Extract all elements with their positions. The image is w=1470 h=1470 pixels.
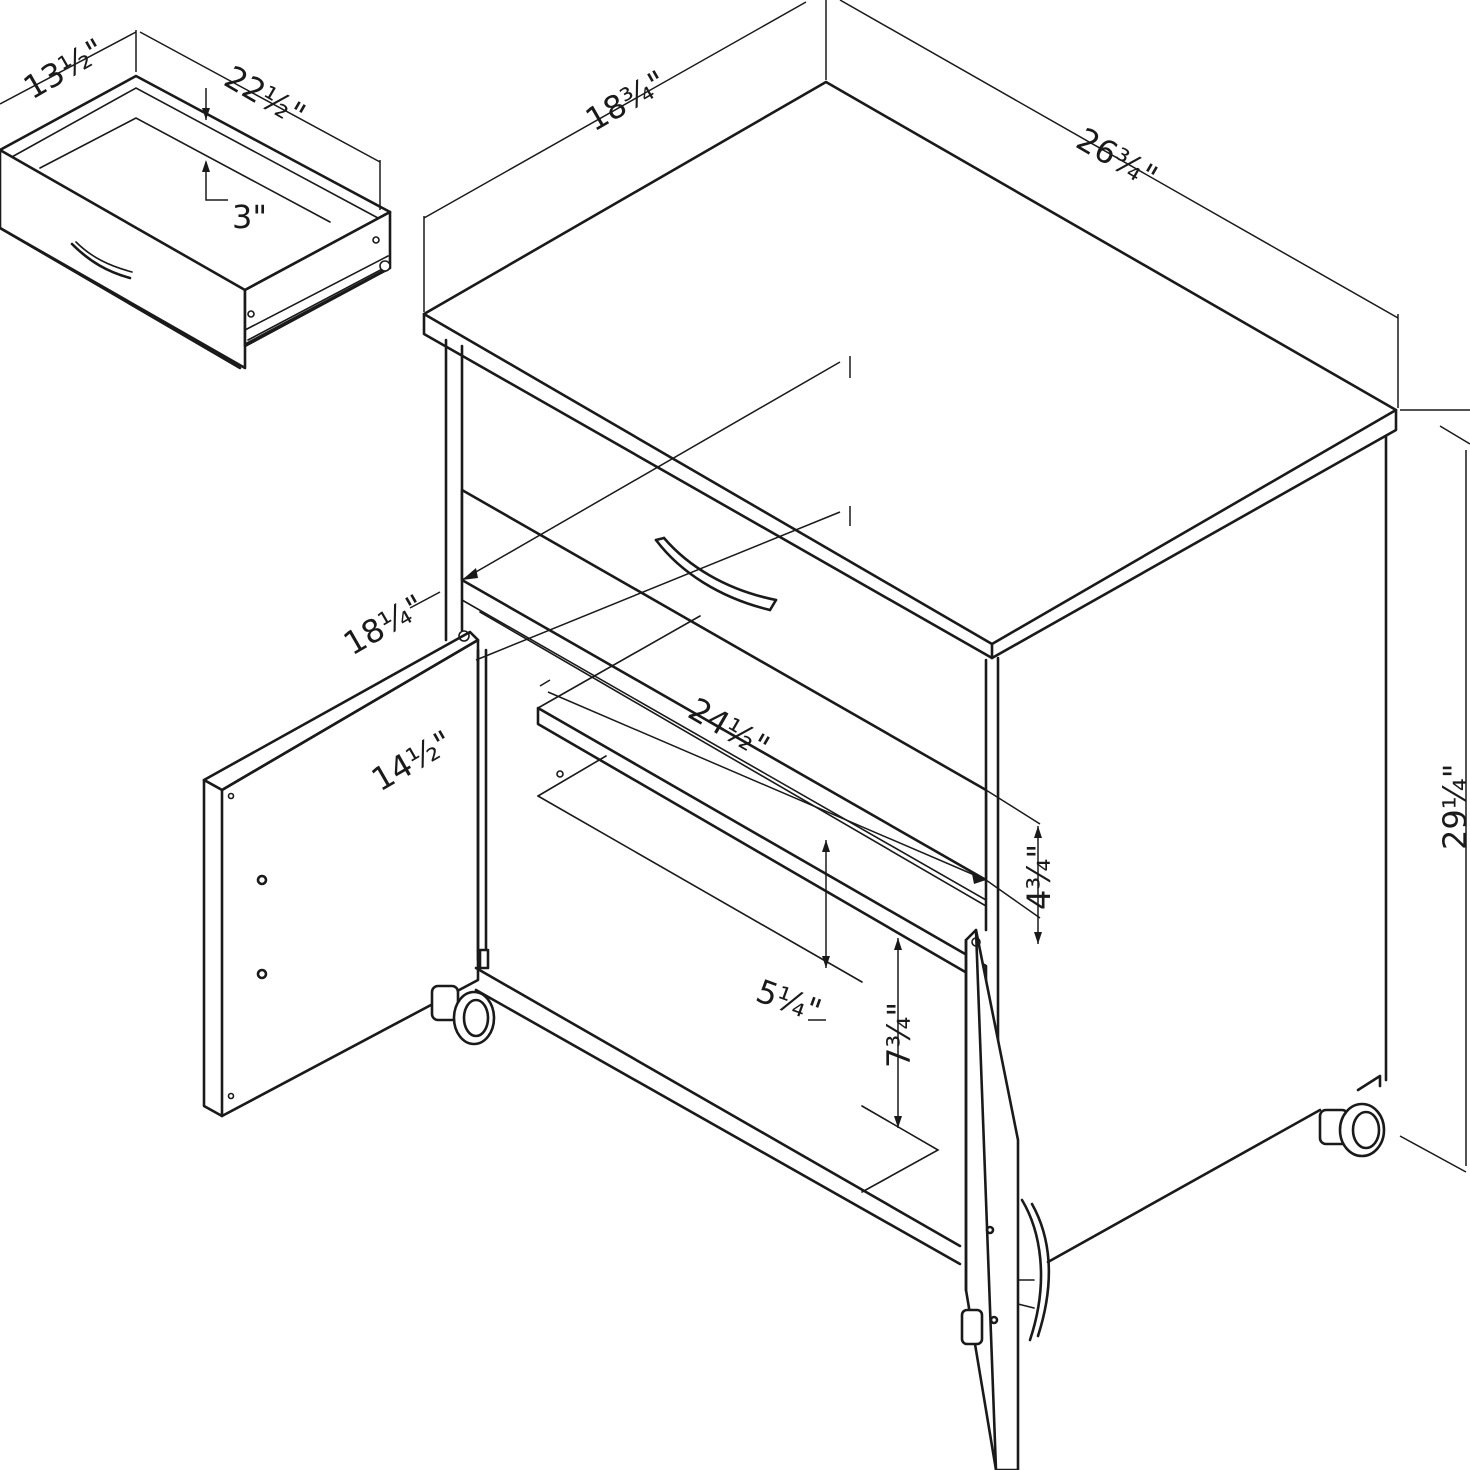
left-door xyxy=(202,630,480,1118)
dim-cabinet-depth: 14½" xyxy=(365,723,459,799)
drawer-detail xyxy=(0,30,392,370)
dim-top-width: 26¾" xyxy=(1070,120,1164,196)
cabinet-body xyxy=(444,338,1388,1266)
dim-drawer-depth: 13½" xyxy=(17,31,111,107)
dimension-lines xyxy=(409,0,1470,1173)
dim-inner-depth: 18¼" xyxy=(337,587,431,663)
caster-front-left xyxy=(430,948,496,1046)
cabinet-top xyxy=(422,80,1398,660)
dim-upper-clearance: 5¼" xyxy=(751,972,826,1030)
dim-overall-height: 29¼" xyxy=(1436,764,1470,850)
dim-drawer-opening: 4¾" xyxy=(1020,844,1058,910)
right-door xyxy=(964,928,1051,1470)
dim-top-depth: 18¾" xyxy=(579,63,673,139)
dim-drawer-height: 3" xyxy=(232,198,267,236)
caster-front-right xyxy=(960,1308,984,1346)
dim-drawer-width: 22½" xyxy=(218,58,312,134)
dim-lower-clearance: 7¾" xyxy=(880,1002,918,1068)
caster-back-right xyxy=(1318,1074,1386,1158)
